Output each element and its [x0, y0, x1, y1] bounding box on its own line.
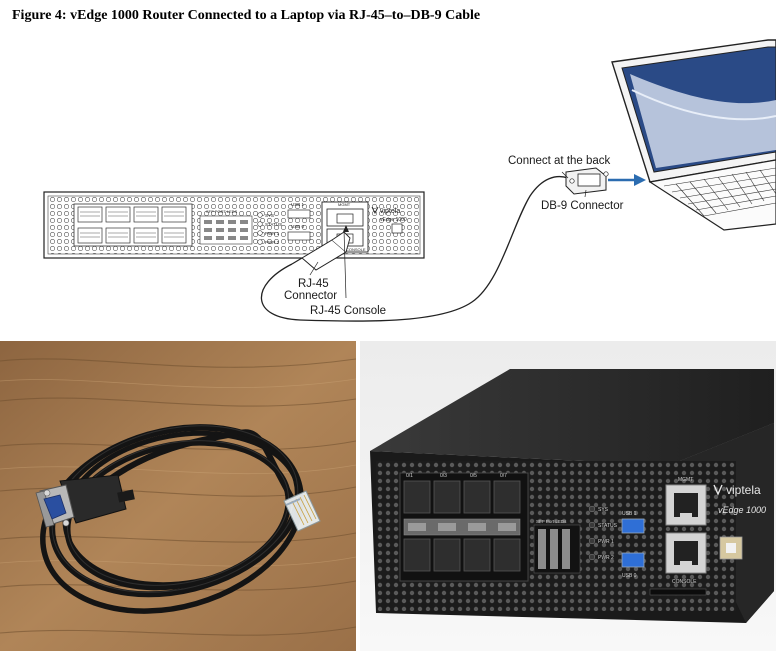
- sfp-leds-photo-label: SFP Port LEDs: [536, 519, 567, 524]
- sfp-ports-drawing: [77, 206, 187, 244]
- photo-usb1-label: USB 1: [622, 511, 637, 517]
- db9-connector-label: DB-9 Connector: [541, 200, 624, 212]
- sfp-leds-label: SFP PORT LEDS: [206, 209, 238, 214]
- sfp-ports: [403, 480, 521, 572]
- rj45-label-line2: Connector: [284, 290, 337, 302]
- console-cable: [260, 175, 569, 322]
- sd-slot: [649, 588, 707, 596]
- rj45-clear-plug: [283, 490, 321, 532]
- rj45-label-line1: RJ-45: [298, 278, 329, 290]
- photo-status-label: STATUS: [598, 523, 618, 529]
- router-top-face: [370, 369, 774, 465]
- mgmt-label: MGMT: [338, 202, 351, 207]
- connect-at-back-label: Connect at the back: [508, 155, 611, 167]
- db9-female-connector: [35, 474, 135, 528]
- sys-label: SYS: [265, 213, 274, 218]
- rj45-console-label: RJ-45 Console: [310, 305, 386, 317]
- photo-model-label: vEdge 1000: [718, 505, 766, 515]
- router-brand-label: viptela: [380, 208, 400, 215]
- usb1-label: USB 1: [291, 202, 305, 207]
- photo-pwr2-label: PWR 2: [598, 555, 614, 561]
- status-label: STATUS: [265, 222, 282, 227]
- sfp-label-0-5: 0/5: [470, 473, 477, 479]
- viptela-logo-icon: [371, 206, 379, 215]
- photo-usb0-label: USB 0: [622, 573, 637, 579]
- mgmt-port: [665, 484, 707, 526]
- photo-brand-label: viptela: [726, 483, 761, 497]
- usb0-port: [621, 552, 645, 568]
- sfp-label-0-7: 0/7: [500, 473, 507, 479]
- cable-photo: [0, 341, 356, 651]
- viptela-photo-logo-icon: [713, 484, 723, 496]
- pwr2-label: PWR 2: [265, 240, 280, 245]
- connect-arrow-icon: [608, 174, 646, 186]
- usb-b-port-drawing: [391, 223, 403, 234]
- router-line-drawing: SFP PORT LEDS SYS STATUS PWR 1 PWR 2 USB…: [43, 191, 425, 259]
- laptop-drawing: [611, 39, 776, 231]
- sfp-label-0-1: 0/1: [406, 473, 413, 479]
- photo-console-label: CONSOLE: [672, 579, 697, 585]
- connection-diagram: SFP PORT LEDS SYS STATUS PWR 1 PWR 2 USB…: [43, 39, 776, 322]
- router-photo: 0/1 0/3 0/5 0/7 SFP Port LEDs SYS STATUS…: [360, 341, 776, 651]
- figure-caption: Figure 4: vEdge 1000 Router Connected to…: [12, 8, 481, 23]
- rj45-plug-drawing: [291, 231, 351, 271]
- router-model-label: vEdge 1000: [380, 217, 407, 223]
- pwr1-label: PWR 1: [265, 231, 280, 236]
- db9-connector-drawing: [565, 167, 609, 195]
- sfp-label-0-3: 0/3: [440, 473, 447, 479]
- usb0-label: USB 0: [291, 224, 305, 229]
- photo-pwr1-label: PWR 1: [598, 539, 614, 545]
- console-label: CONSOLE: [346, 247, 366, 252]
- usb1-port: [621, 518, 645, 534]
- photo-mgmt-label: MGMT: [678, 477, 693, 483]
- photo-sys-label: SYS: [598, 507, 609, 513]
